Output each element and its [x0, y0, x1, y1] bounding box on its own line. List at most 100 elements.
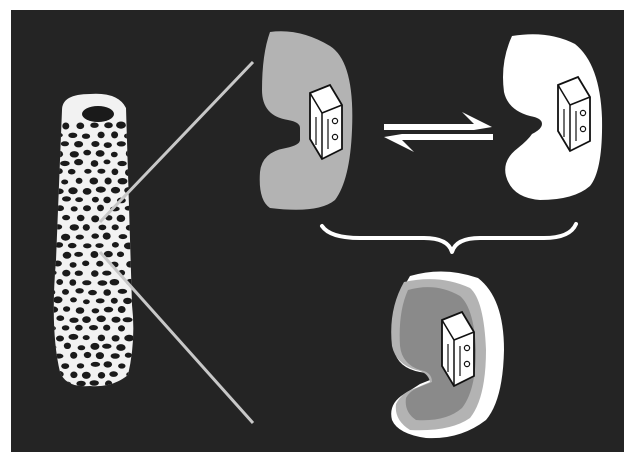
lattice-pore: [76, 307, 85, 314]
lattice-pore: [117, 215, 126, 222]
lattice-pore: [82, 316, 91, 323]
lattice-pore: [70, 151, 79, 157]
lattice-pore: [119, 234, 128, 239]
lattice-pore: [110, 279, 120, 285]
lattice-pore: [116, 122, 126, 129]
lattice-pore: [74, 159, 83, 165]
lattice-pore: [99, 225, 107, 231]
lattice-pore: [118, 363, 125, 368]
lattice-pore: [68, 187, 77, 194]
lattice-pore: [75, 325, 83, 331]
lattice-pore: [71, 206, 78, 211]
lattice-pore: [118, 306, 126, 313]
lattice-pore: [98, 372, 105, 379]
nucleotide-icon: [558, 77, 590, 151]
lattice-pore: [75, 197, 83, 202]
lattice-pore: [104, 160, 111, 165]
lattice-pore: [98, 132, 105, 139]
lattice-pore: [103, 289, 111, 296]
lattice-pore: [91, 141, 99, 147]
lattice-pore: [103, 325, 110, 331]
lattice-pore: [117, 141, 126, 146]
lattice-pore: [62, 123, 69, 130]
lattice-pore: [83, 335, 90, 340]
lattice-pore: [104, 307, 113, 313]
lattice-pore: [62, 325, 70, 330]
lattice-pore: [56, 315, 64, 321]
lattice-pore: [118, 178, 128, 184]
lattice-pore: [111, 353, 120, 359]
lattice-pore: [96, 150, 105, 157]
lattice-pore: [61, 180, 68, 185]
lattice-pore: [74, 252, 83, 257]
lattice-pore: [102, 271, 111, 276]
microtubule-lumen: [82, 106, 114, 122]
lattice-pore: [63, 306, 70, 312]
lattice-pore: [90, 178, 99, 185]
lattice-pore: [112, 242, 119, 248]
lattice-pore: [61, 234, 70, 241]
dimer-overlay: [391, 271, 504, 438]
lattice-pore: [83, 224, 90, 231]
lattice-pore: [91, 160, 99, 167]
lattice-pore: [75, 271, 83, 276]
lattice-pore: [91, 215, 99, 222]
lattice-pore: [68, 133, 77, 138]
lattice-pore: [112, 169, 119, 176]
lattice-pore: [82, 261, 89, 267]
lattice-pore: [70, 224, 79, 230]
lattice-pore: [90, 123, 98, 128]
lattice-pore: [104, 361, 113, 367]
lattice-pore: [62, 215, 70, 220]
lattice-pore: [117, 252, 124, 258]
lattice-pore: [97, 316, 106, 323]
lattice-pore: [62, 270, 70, 277]
lattice-pore: [125, 353, 132, 358]
lattice-pore: [112, 317, 121, 323]
lattice-pore: [68, 169, 76, 175]
lattice-pore: [91, 270, 98, 277]
lattice-pore: [118, 289, 127, 294]
lattice-pore: [117, 161, 126, 166]
lattice-pore: [77, 363, 84, 368]
lattice-pore: [83, 299, 90, 304]
lattice-pore: [92, 308, 100, 313]
lattice-pore: [82, 134, 90, 139]
lattice-pore: [104, 122, 113, 128]
lattice-pore: [88, 290, 97, 295]
lattice-pore: [102, 344, 111, 349]
lattice-pore: [91, 233, 99, 238]
lattice-pore: [70, 352, 77, 359]
nucleotide-icon: [310, 85, 342, 159]
lattice-pore: [64, 343, 71, 349]
lattice-pore: [124, 335, 134, 342]
lattice-pore: [97, 169, 105, 174]
lattice-pore: [62, 289, 69, 295]
lattice-pore: [76, 178, 83, 184]
lattice-pore: [76, 381, 85, 387]
lattice-pore: [77, 215, 85, 221]
lattice-pore: [56, 336, 64, 342]
lattice-pore: [98, 335, 105, 342]
lattice-pore: [70, 262, 77, 268]
lattice-pore: [109, 371, 118, 377]
lattice-pore: [83, 205, 91, 211]
lattice-pore: [61, 141, 69, 146]
lattice-pore: [105, 178, 112, 185]
lattice-pore: [62, 196, 71, 201]
lattice-pore: [112, 224, 119, 230]
lattice-pore: [63, 252, 72, 259]
lattice-pore: [70, 372, 77, 379]
lattice-pore: [83, 188, 92, 195]
lattice-pore: [75, 288, 83, 293]
lattice-pore: [103, 197, 111, 204]
lattice-pore: [53, 296, 62, 303]
lattice-pore: [95, 243, 103, 248]
lattice-pore: [123, 317, 133, 322]
lattice-pore: [103, 233, 111, 240]
lattice-pore: [90, 380, 99, 386]
lattice-pore: [68, 243, 77, 248]
lattice-pore: [89, 325, 98, 330]
lattice-pore: [111, 187, 120, 194]
